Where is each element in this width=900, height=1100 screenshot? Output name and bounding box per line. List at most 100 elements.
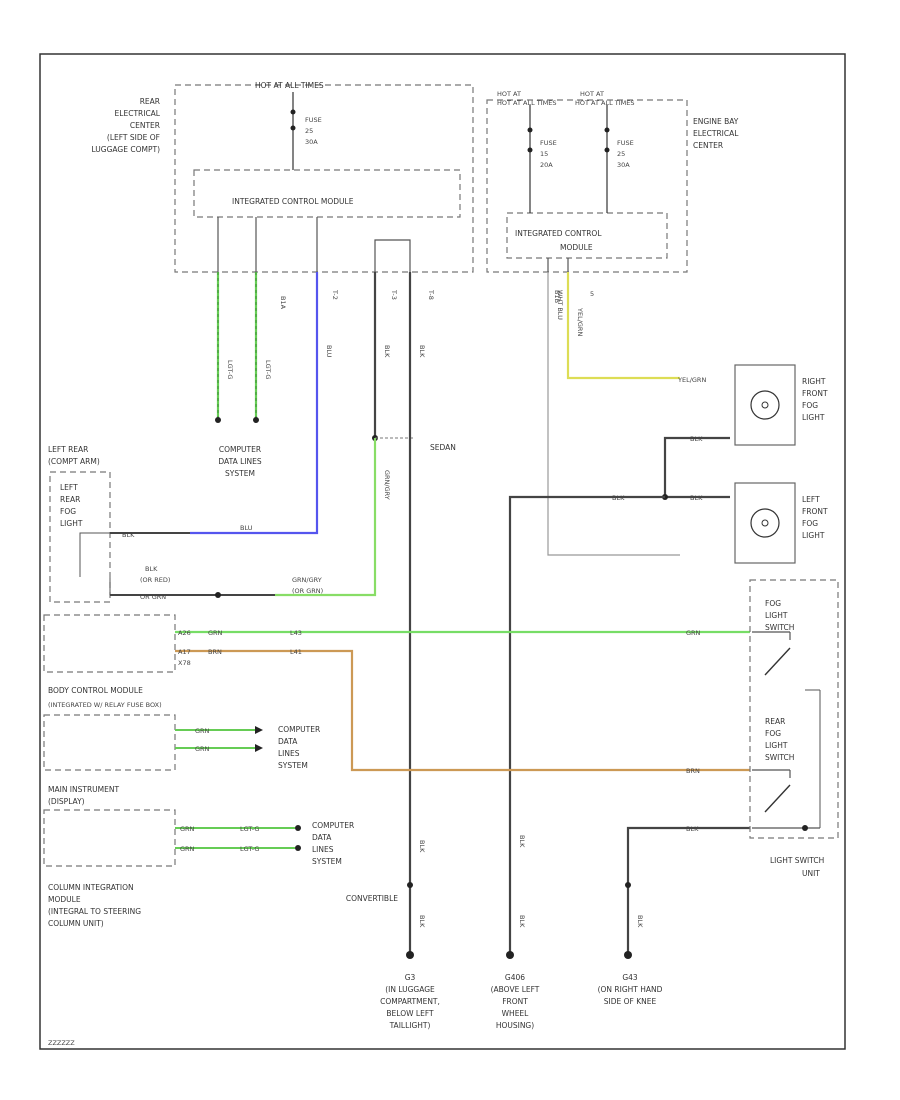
- rear-fog-switch-4: SWITCH: [765, 753, 794, 762]
- ground-g1-3: COMPARTMENT,: [380, 997, 440, 1006]
- wire-green-data-2: LGT-G: [253, 272, 272, 423]
- bcm-pin3: X78: [178, 659, 191, 667]
- wire-label-bk-1: BLK: [690, 435, 703, 443]
- cim-1: COLUMN INTEGRATION: [48, 883, 134, 892]
- engine-fuse2-2: 25: [617, 150, 625, 158]
- computer-data-2-l2: DATA: [278, 737, 298, 746]
- left-rear-fog-light: LEFT REAR (COMPT ARM) LEFT REAR FOG LIGH…: [48, 445, 190, 603]
- rear-fog-switch-1: REAR: [765, 717, 785, 726]
- wire-black-fog: BLK BLK BLK BLK BLK: [506, 435, 730, 959]
- engine-hot-1a: HOT AT: [497, 90, 521, 98]
- ground-g1-2: (IN LUGGAGE: [385, 985, 435, 994]
- pin-rear-b: T-2: [331, 289, 339, 300]
- engine-module-1: INTEGRATED CONTROL: [515, 229, 602, 238]
- wire-label-left-blk: BLK: [122, 531, 135, 539]
- pin-eng-a: B1B: [553, 290, 561, 303]
- computer-data-2-l4: SYSTEM: [278, 761, 308, 770]
- fog-switch-1: FOG: [765, 599, 781, 608]
- blk-or-red-2: (OR RED): [140, 576, 170, 584]
- left-front-fog-3: FOG: [802, 519, 818, 528]
- ground-g3-2: (ON RIGHT HAND: [598, 985, 663, 994]
- bcm-code1: L43: [290, 629, 302, 637]
- convertible-label: CONVERTIBLE: [346, 894, 398, 903]
- fog-switch-2: LIGHT: [765, 611, 788, 620]
- wire-label-ground-blk1: BLK: [418, 915, 426, 928]
- ground-g2-3: FRONT: [502, 997, 528, 1006]
- ground-g2: G406 (ABOVE LEFT FRONT WHEEL HOUSING): [491, 973, 540, 1030]
- wire-green-data-1: LGT-G: [215, 272, 234, 423]
- wire-label-computer-grn1: GRN: [195, 727, 210, 735]
- engine-hot-2a: HOT AT: [580, 90, 604, 98]
- ground-g2-4: WHEEL: [502, 1009, 530, 1018]
- ground-g3-1: G43: [622, 973, 638, 982]
- ground-g1-5: TAILLIGHT): [389, 1021, 431, 1030]
- ground-g3: G43 (ON RIGHT HAND SIDE OF KNEE: [598, 973, 663, 1006]
- engine-hot-2: HOT AT ALL TIMES: [575, 99, 635, 107]
- right-front-fog-1: RIGHT: [802, 377, 826, 386]
- body-control-module: BODY CONTROL MODULE (INTEGRATED W/ RELAY…: [43, 614, 176, 709]
- cim-4: COLUMN UNIT): [48, 919, 104, 928]
- rear-center-label-3: CENTER: [130, 121, 160, 130]
- ground-g2-5: HOUSING): [496, 1021, 534, 1030]
- wire-brown-bcm: A17 BRN L41 BRN: [175, 648, 750, 775]
- engine-fuse2-1: FUSE: [617, 139, 634, 147]
- engine-fuse2-3: 30A: [617, 161, 630, 169]
- bcm-label: BODY CONTROL MODULE: [48, 686, 143, 695]
- blk-or-red-3: OR GRN: [140, 593, 166, 601]
- pin-rear-a: B1A: [279, 296, 287, 310]
- wire-black-ground-1: BLK BLK BLK: [406, 272, 426, 959]
- computer-data-1-line3: SYSTEM: [225, 469, 255, 478]
- wire-label-lgt-col1: LGT-G: [240, 825, 259, 833]
- wire-label-lgt-col2: LGT-G: [240, 845, 259, 853]
- rear-fuse-label-1: FUSE: [305, 116, 322, 124]
- wire-label-ground-blk3: BLK: [636, 915, 644, 928]
- left-rear-fog-3: FOG: [60, 507, 76, 516]
- right-front-fog-light: RIGHT FRONT FOG LIGHT: [734, 364, 828, 446]
- wire-label-blk-mid2: BLK: [518, 835, 526, 848]
- bcm-pin1: A26: [178, 629, 191, 637]
- computer-data-1-line2: DATA LINES: [218, 457, 261, 466]
- left-rear-compt-2: (COMPT ARM): [48, 457, 100, 466]
- right-front-fog-2: FRONT: [802, 389, 828, 398]
- wire-label-blk-1: BLK: [383, 345, 391, 358]
- wire-white-blue: WHT BLU: [547, 272, 680, 556]
- computer-data-2-l1: COMPUTER: [278, 725, 320, 734]
- sedan-label: SEDAN: [430, 443, 456, 452]
- left-front-fog-light: LEFT FRONT FOG LIGHT: [734, 482, 828, 564]
- engine-hot-1: HOT AT ALL TIMES: [497, 99, 557, 107]
- ground-g1-4: BELOW LEFT: [386, 1009, 434, 1018]
- wire-label-grn-b: LGT-G: [264, 360, 272, 379]
- engine-center-label-3: CENTER: [693, 141, 723, 150]
- wire-label-brn-sw: BRN: [686, 767, 700, 775]
- left-front-fog-1: LEFT: [802, 495, 820, 504]
- main-instrument-2: (DISPLAY): [48, 797, 85, 806]
- engine-center-label-2: ELECTRICAL: [693, 129, 739, 138]
- engine-fuse1-1: FUSE: [540, 139, 557, 147]
- pin-rear-c: T-3: [390, 289, 398, 300]
- rear-hot-label: HOT AT ALL TIMES: [255, 81, 324, 90]
- wire-black-switch-ground: BLK BLK: [624, 825, 750, 959]
- wire-label-col-grn2: GRN: [180, 845, 195, 853]
- fog-switch-3: SWITCH: [765, 623, 794, 632]
- wire-label-yel-grn: YEL/GRN: [576, 307, 584, 336]
- rear-center-label-5: LUGGAGE COMPT): [92, 145, 161, 154]
- rear-module-label: INTEGRATED CONTROL MODULE: [232, 197, 354, 206]
- rear-fuse-label-3: 30A: [305, 138, 318, 146]
- rear-center-label-2: ELECTRICAL: [115, 109, 161, 118]
- main-instrument-1: MAIN INSTRUMENT: [48, 785, 119, 794]
- left-rear-fog-2: REAR: [60, 495, 80, 504]
- left-rear-compt-1: LEFT REAR: [48, 445, 88, 454]
- right-front-fog-4: LIGHT: [802, 413, 825, 422]
- ground-g1-1: G3: [405, 973, 416, 982]
- light-switch-unit-1: LIGHT SWITCH: [770, 856, 824, 865]
- grn-gry-2: (OR GRN): [292, 587, 323, 595]
- pin-rear-d: T-8: [427, 289, 435, 300]
- blk-or-red-1: BLK: [145, 565, 158, 573]
- bcm-pin2: A17: [178, 648, 191, 656]
- bcm-code2: L41: [290, 648, 302, 656]
- column-integration-module: COLUMN INTEGRATION MODULE (INTEGRAL TO S…: [48, 883, 141, 928]
- wire-label-blk-mid1: BLK: [612, 494, 625, 502]
- engine-fuse1-3: 20A: [540, 161, 553, 169]
- ground-g2-1: G406: [505, 973, 525, 982]
- computer-data-lines-2: GRN GRN COMPUTER DATA LINES SYSTEM: [43, 714, 320, 771]
